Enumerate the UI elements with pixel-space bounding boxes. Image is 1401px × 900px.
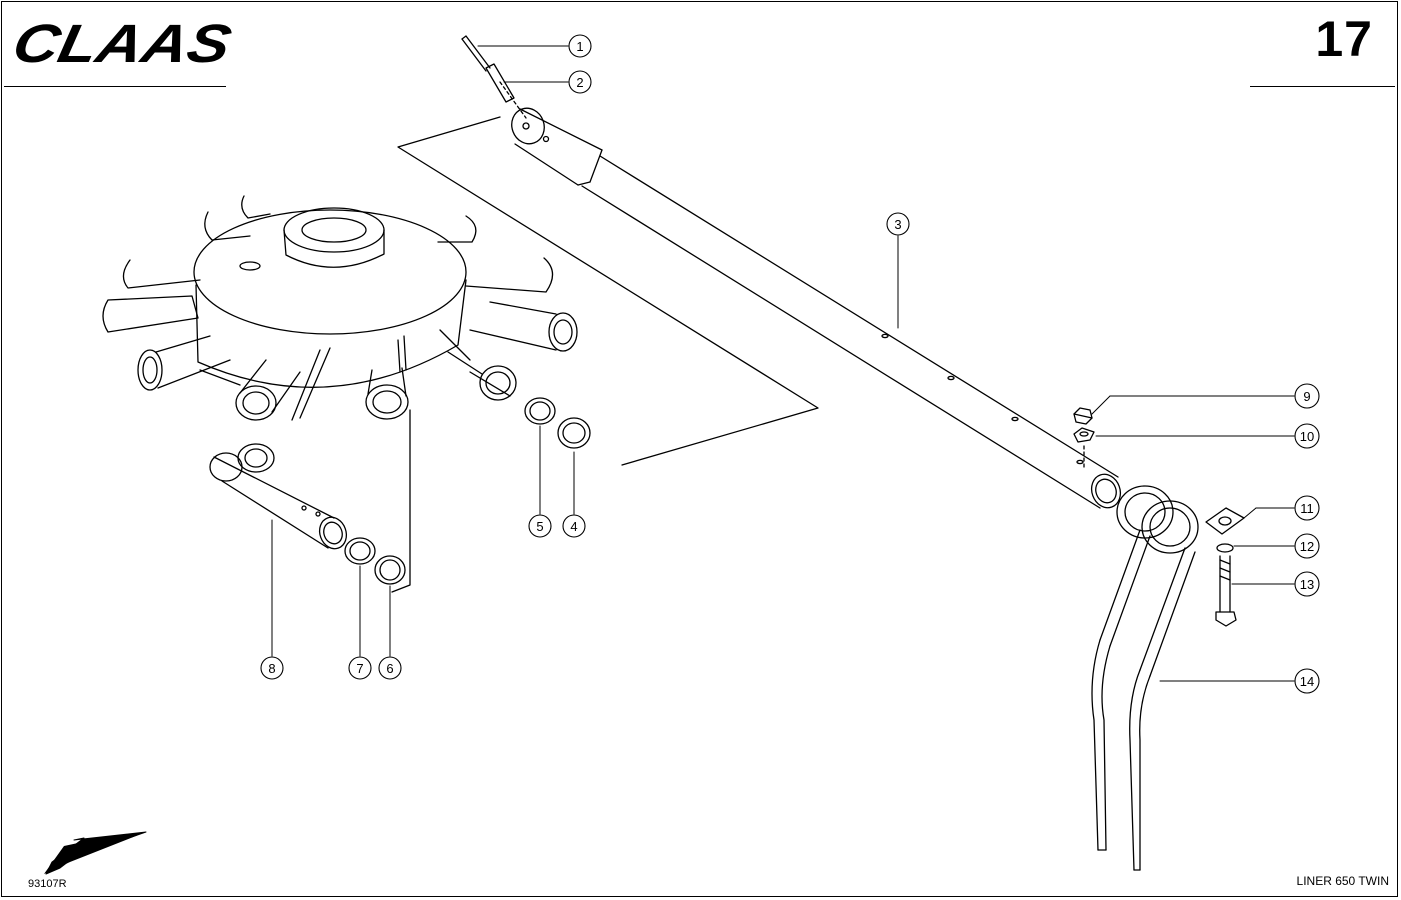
model-name: LINER 650 TWIN [1296, 874, 1389, 888]
hub-arm-socket-right [469, 301, 578, 352]
svg-text:12: 12 [1300, 539, 1314, 554]
claas-logo: CLAAS [10, 16, 232, 68]
svg-text:5: 5 [536, 519, 543, 534]
svg-text:14: 14 [1300, 674, 1314, 689]
callout-4: 4 [562, 514, 586, 538]
svg-text:9: 9 [1303, 389, 1310, 404]
callout-8: 8 [260, 656, 284, 680]
callout-13: 13 [1294, 571, 1320, 597]
svg-text:3: 3 [894, 217, 901, 232]
part-2-sleeve [485, 63, 527, 119]
leader-lines [271, 45, 1295, 682]
callout-9: 9 [1294, 383, 1320, 409]
part-14-double-tine [1091, 485, 1199, 871]
callout-markers: 1 2 3 4 5 6 7 8 9 10 11 12 13 14 [260, 34, 1320, 694]
part-4-ring [557, 417, 591, 449]
hub-arm-socket-front-3 [447, 351, 517, 401]
svg-text:4: 4 [570, 519, 577, 534]
part-7-bush [344, 537, 376, 565]
part-11-clamp-plate [1205, 507, 1245, 535]
part-1-pin [461, 35, 491, 72]
rotor-hub-housing [102, 195, 578, 421]
svg-text:7: 7 [356, 661, 363, 676]
part-6-ring [374, 555, 406, 585]
callout-5: 5 [528, 514, 552, 538]
assembly-axis-line [391, 409, 411, 593]
hub-arm-socket-front-2 [365, 367, 409, 420]
callout-1: 1 [568, 34, 592, 58]
header-rule-left [4, 86, 226, 87]
callout-14: 14 [1294, 668, 1320, 694]
svg-text:13: 13 [1300, 577, 1314, 592]
part-13-bolt [1215, 555, 1237, 627]
callout-12: 12 [1294, 533, 1320, 559]
callout-6: 6 [378, 656, 402, 680]
page-number: 17 [1315, 11, 1373, 67]
part-3-tine-arm-tube [511, 107, 1122, 509]
part-8-shaft-tube [209, 443, 348, 550]
callout-2: 2 [568, 70, 592, 94]
callout-10: 10 [1294, 423, 1320, 449]
hub-arm-socket-left [137, 335, 231, 391]
svg-text:8: 8 [268, 661, 275, 676]
brand-logo-text: CLAAS [10, 16, 232, 68]
drawing-number: 93107R [28, 878, 67, 890]
callout-7: 7 [348, 656, 372, 680]
callout-11: 11 [1294, 495, 1320, 521]
part-9-nut [1073, 407, 1093, 425]
callout-3: 3 [886, 212, 910, 236]
part-12-washer [1216, 543, 1234, 553]
svg-text:2: 2 [576, 75, 583, 90]
header-rule-right [1250, 86, 1395, 87]
travel-direction-arrow-head [44, 832, 146, 874]
hub-arm-socket-front-1 [235, 359, 301, 421]
svg-text:1: 1 [576, 39, 583, 54]
svg-text:11: 11 [1300, 501, 1314, 516]
part-5-bush [524, 397, 556, 425]
assembly-plane-outline [397, 116, 819, 466]
svg-text:6: 6 [386, 661, 393, 676]
svg-text:10: 10 [1300, 429, 1314, 444]
part-10-washer [1073, 427, 1095, 443]
